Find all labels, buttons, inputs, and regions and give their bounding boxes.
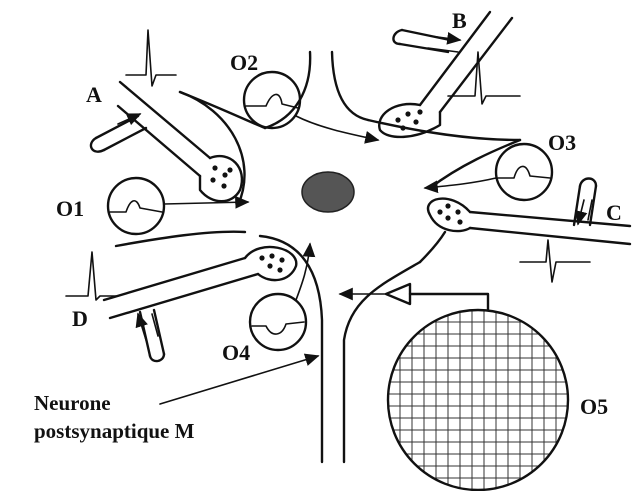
- caption-line-1: Neurone: [34, 391, 111, 415]
- label-a: A: [86, 82, 102, 107]
- label-d: D: [72, 306, 88, 331]
- label-o3: O3: [548, 130, 576, 155]
- label-o2: O2: [230, 50, 258, 75]
- presynaptic-neuron-d: [104, 247, 296, 318]
- action-potential-a: [126, 30, 176, 86]
- label-o4: O4: [222, 340, 250, 365]
- stimulating-electrode-d: [138, 310, 164, 361]
- action-potential-b: [448, 52, 520, 104]
- presynaptic-neuron-a: [118, 82, 245, 205]
- oscilloscope-o1: [108, 178, 248, 234]
- caption-line-2: postsynaptique M: [34, 419, 195, 443]
- label-b: B: [452, 8, 467, 33]
- oscilloscope-o5: [340, 284, 568, 490]
- label-c: C: [606, 200, 622, 225]
- presynaptic-neuron-c: [428, 199, 630, 244]
- label-o1: O1: [56, 196, 84, 221]
- action-potential-d: [66, 252, 116, 300]
- postsynaptic-neuron-body: [116, 52, 520, 462]
- stimulating-electrode-a: [91, 114, 146, 152]
- stimulating-electrode-b: [393, 30, 460, 52]
- stimulating-electrode-c: [574, 179, 596, 226]
- oscilloscope-o2: [244, 72, 378, 140]
- action-potential-c: [520, 240, 590, 282]
- nucleus: [302, 172, 354, 212]
- label-o5: O5: [580, 394, 608, 419]
